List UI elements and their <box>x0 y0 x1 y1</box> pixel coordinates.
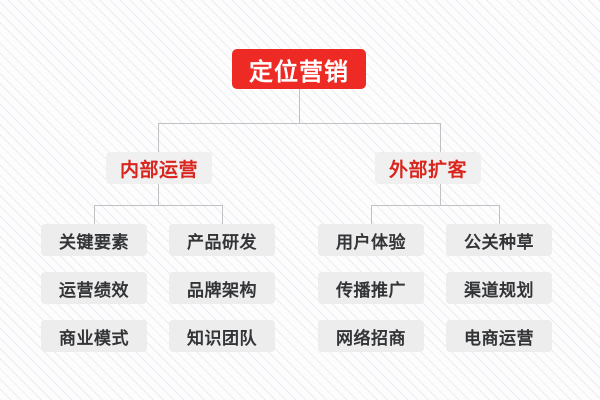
leaf-node-guanjian-yaosu[interactable]: 关键要素 <box>41 224 147 256</box>
connector-root-bus <box>158 123 441 124</box>
connector-branch-right-to-col1 <box>371 205 372 224</box>
connector-branch-left-bus <box>94 205 223 206</box>
leaf-node-yunying-jixiao[interactable]: 运营绩效 <box>41 272 147 304</box>
leaf-node-wangluo-zhaoshang[interactable]: 网络招商 <box>318 320 424 352</box>
leaf-node-gongguan-zhongcao[interactable]: 公关种草 <box>446 224 552 256</box>
connector-branch-left-to-col2 <box>222 205 223 224</box>
connector-branch-right-to-col2 <box>499 205 500 224</box>
branch-node-waibu-kuoke[interactable]: 外部扩客 <box>375 152 481 184</box>
leaf-node-shangye-moshi[interactable]: 商业模式 <box>41 320 147 352</box>
leaf-node-dianshang-yunying[interactable]: 电商运营 <box>446 320 552 352</box>
connector-root-stem <box>299 88 300 124</box>
connector-branch-right-bus <box>371 205 500 206</box>
connector-branch-left-to-col1 <box>94 205 95 224</box>
leaf-node-chuanbo-tuiguang[interactable]: 传播推广 <box>318 272 424 304</box>
leaf-node-chanpin-yanfa[interactable]: 产品研发 <box>169 224 275 256</box>
connector-branch-right-stem <box>440 183 441 206</box>
leaf-node-qudao-guihua[interactable]: 渠道规划 <box>446 272 552 304</box>
connector-root-to-branch-right <box>440 123 441 152</box>
connector-root-to-branch-left <box>158 123 159 152</box>
connector-branch-left-stem <box>158 183 159 206</box>
branch-node-neibu-yunying[interactable]: 内部运营 <box>106 152 212 184</box>
leaf-node-zhishi-tuandui[interactable]: 知识团队 <box>169 320 275 352</box>
root-node-dingwei-yingxiao[interactable]: 定位营销 <box>232 49 366 89</box>
leaf-node-yonghu-tiyan[interactable]: 用户体验 <box>318 224 424 256</box>
leaf-node-pinpai-jiagou[interactable]: 品牌架构 <box>169 272 275 304</box>
